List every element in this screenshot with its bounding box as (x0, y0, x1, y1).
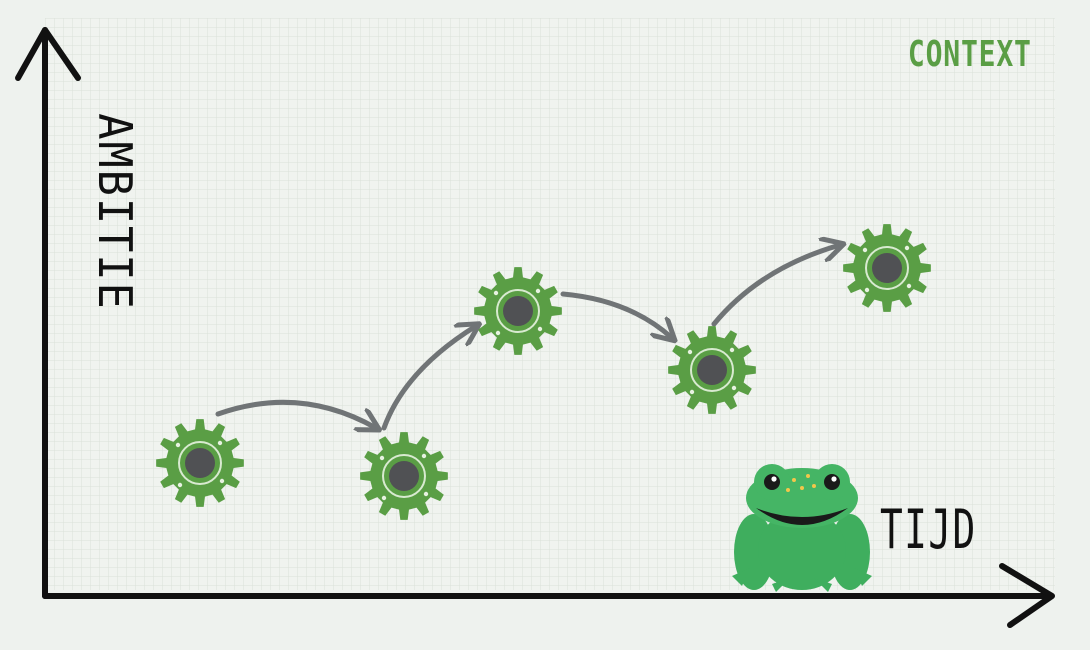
x-axis-label: TIJD (880, 498, 977, 561)
context-label: CONTEXT (908, 34, 1032, 75)
y-axis-label: AMBITIE (58, 113, 128, 310)
